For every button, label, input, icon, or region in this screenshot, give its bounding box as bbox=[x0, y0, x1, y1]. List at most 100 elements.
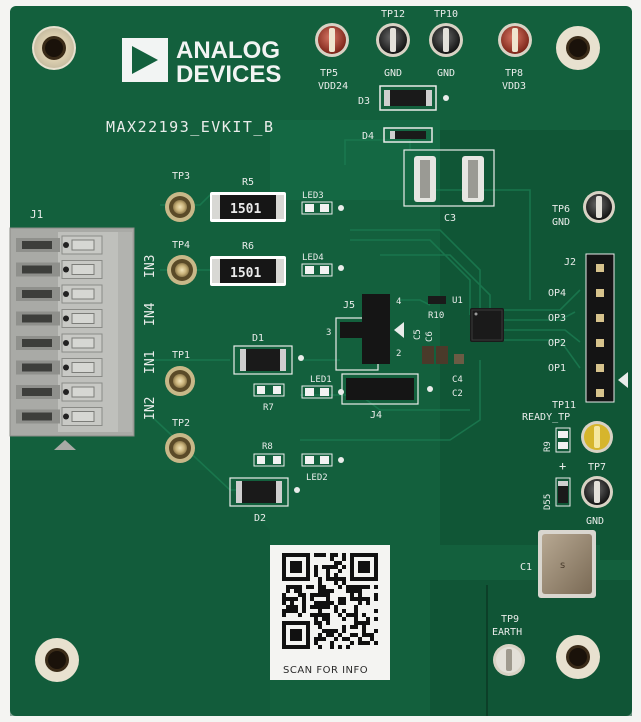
resistor-r10 bbox=[428, 296, 446, 304]
j1-pin1-marker bbox=[54, 440, 76, 450]
label-d2: D2 bbox=[254, 513, 266, 524]
led-led4 bbox=[301, 263, 344, 277]
test-point-tp11 bbox=[581, 421, 613, 453]
label-tp6: TP6 bbox=[552, 204, 570, 215]
r5-value: 1501 bbox=[230, 202, 261, 217]
label-j5-pin3: 3 bbox=[326, 328, 331, 338]
test-point-tp7 bbox=[581, 476, 613, 508]
test-point-tp9 bbox=[493, 644, 525, 676]
label-earth: EARTH bbox=[492, 627, 522, 638]
brand-line-2: DEVICES bbox=[176, 61, 281, 88]
test-point-tp10 bbox=[429, 23, 463, 57]
label-r7: R7 bbox=[263, 403, 274, 413]
label-r6: R6 bbox=[242, 241, 254, 252]
label-in2: IN2 bbox=[143, 397, 158, 420]
test-point-tp4 bbox=[167, 255, 197, 285]
test-point-tp1 bbox=[165, 366, 195, 396]
capacitors-c5-c6 bbox=[422, 346, 464, 364]
mounting-hole-top-right bbox=[556, 26, 600, 70]
r6-value: 1501 bbox=[230, 266, 261, 281]
jumper-j4 bbox=[341, 373, 433, 405]
diode-d1 bbox=[233, 345, 304, 375]
plus-marking: + bbox=[559, 459, 566, 473]
label-c2: C2 bbox=[452, 389, 463, 399]
label-r5: R5 bbox=[242, 177, 254, 188]
test-point-tp3 bbox=[165, 192, 195, 222]
led-led2 bbox=[301, 453, 344, 467]
label-tp8: TP8 bbox=[505, 68, 523, 79]
label-tp10: TP10 bbox=[434, 9, 458, 20]
label-c6: C6 bbox=[425, 331, 435, 342]
resistor-r6 bbox=[210, 256, 286, 286]
qr-caption: SCAN FOR INFO bbox=[283, 665, 368, 676]
j1-slots bbox=[16, 235, 103, 426]
jumper-j5 bbox=[335, 294, 404, 371]
test-point-tp6 bbox=[583, 191, 615, 223]
label-j1: J1 bbox=[30, 208, 43, 221]
ic-u1 bbox=[470, 308, 504, 342]
resistor-r7 bbox=[253, 383, 285, 397]
label-tp5: TP5 bbox=[320, 68, 338, 79]
label-op1: OP1 bbox=[548, 363, 566, 374]
mounting-hole-top-left bbox=[32, 26, 76, 70]
label-r9: R9 bbox=[543, 441, 553, 452]
mounting-hole-bottom-right bbox=[556, 635, 600, 679]
label-j4: J4 bbox=[370, 410, 382, 421]
test-point-tp12 bbox=[376, 23, 410, 57]
diode-d55 bbox=[555, 477, 571, 507]
label-j5-pin4: 4 bbox=[396, 297, 401, 307]
test-point-tp8 bbox=[498, 23, 532, 57]
label-ready-tp: READY_TP bbox=[522, 412, 570, 423]
label-tp11: TP11 bbox=[552, 400, 576, 411]
brand-line-1: ANALOG bbox=[176, 37, 280, 64]
label-in3: IN3 bbox=[143, 255, 158, 278]
label-in1: IN1 bbox=[143, 351, 158, 374]
label-tp10-gnd: GND bbox=[437, 68, 455, 79]
label-r8: R8 bbox=[262, 442, 273, 452]
label-c3: C3 bbox=[444, 213, 456, 224]
label-led3: LED3 bbox=[302, 191, 324, 201]
diode-d3 bbox=[379, 85, 449, 111]
label-tp12: TP12 bbox=[381, 9, 405, 20]
label-tp3: TP3 bbox=[172, 171, 190, 182]
label-vdd3: VDD3 bbox=[502, 81, 526, 92]
label-c1: C1 bbox=[520, 562, 532, 573]
qr-code-icon bbox=[270, 545, 390, 680]
label-vdd24: VDD24 bbox=[318, 81, 348, 92]
pin-header-j2 bbox=[585, 253, 628, 403]
label-op2: OP2 bbox=[548, 338, 566, 349]
copper-pour-bottom-right bbox=[430, 580, 632, 716]
j2-pins bbox=[596, 264, 604, 397]
label-j2: J2 bbox=[564, 257, 576, 268]
led-led1 bbox=[301, 385, 344, 399]
label-r10: R10 bbox=[428, 311, 444, 321]
label-tp1: TP1 bbox=[172, 350, 190, 361]
test-point-tp5 bbox=[315, 23, 349, 57]
led-led3 bbox=[301, 201, 344, 215]
label-tp7: TP7 bbox=[588, 462, 606, 473]
label-tp9: TP9 bbox=[501, 614, 519, 625]
analog-devices-logo-icon bbox=[122, 38, 168, 82]
label-c5: C5 bbox=[413, 329, 423, 340]
label-led4: LED4 bbox=[302, 253, 324, 263]
label-op4: OP4 bbox=[548, 288, 566, 299]
mounting-hole-bottom-left bbox=[35, 638, 79, 682]
resistor-r9 bbox=[555, 427, 571, 453]
capacitor-c3 bbox=[403, 149, 495, 207]
label-d3: D3 bbox=[358, 96, 370, 107]
label-led2: LED2 bbox=[306, 473, 328, 483]
test-point-tp2 bbox=[165, 433, 195, 463]
part-number: MAX22193_EVKIT_B bbox=[106, 118, 275, 136]
label-tp6-gnd: GND bbox=[552, 217, 570, 228]
label-tp4: TP4 bbox=[172, 240, 190, 251]
label-led1: LED1 bbox=[310, 375, 332, 385]
copper-pour-right bbox=[440, 130, 632, 560]
svg-text:s: s bbox=[560, 560, 565, 571]
label-d1: D1 bbox=[252, 333, 264, 344]
label-j5-pin2: 2 bbox=[396, 349, 401, 359]
diode-d4 bbox=[383, 127, 433, 143]
diode-d2 bbox=[229, 477, 300, 507]
resistor-r8 bbox=[253, 453, 285, 467]
